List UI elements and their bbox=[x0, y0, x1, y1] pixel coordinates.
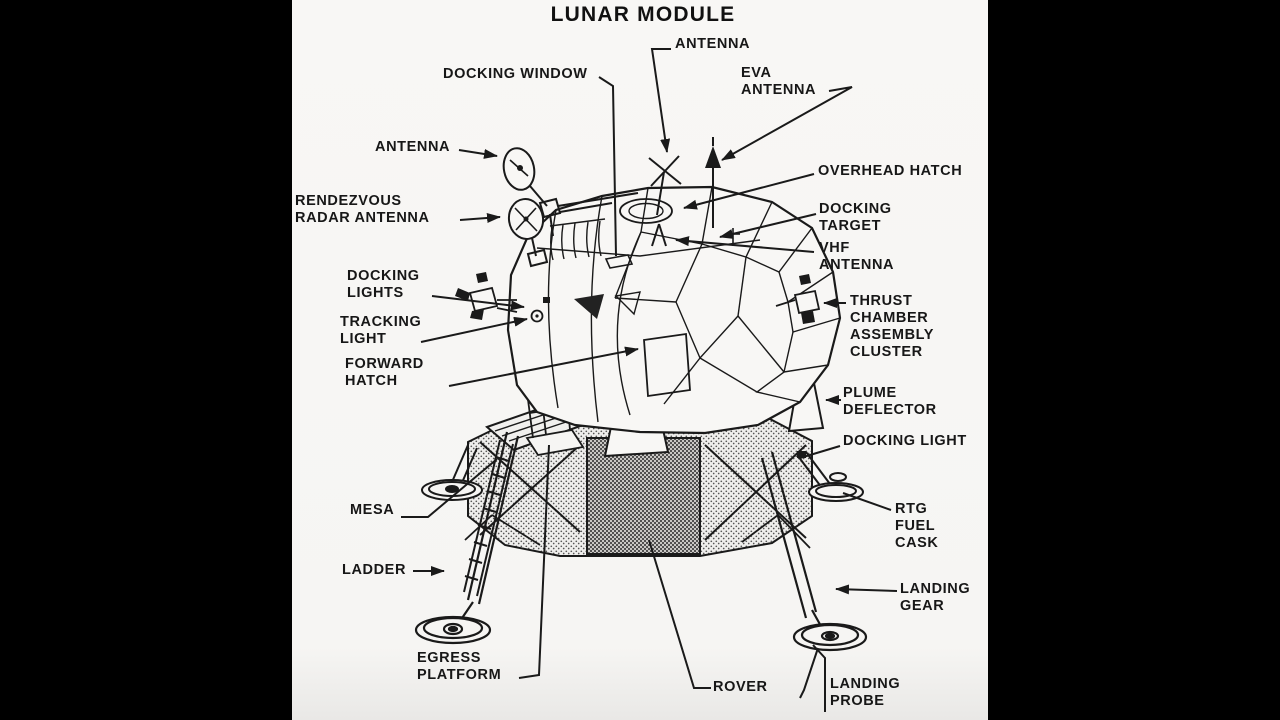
docking-window-roof bbox=[604, 254, 634, 269]
leader-eva-antenna bbox=[721, 86, 853, 161]
rear-landing-gear bbox=[421, 444, 864, 502]
label-tracking-light: TRACKING LIGHT bbox=[340, 314, 422, 347]
rcs-quad-left bbox=[455, 272, 518, 320]
label-plume-deflector: PLUME DEFLECTOR bbox=[843, 385, 937, 418]
front-right-leg bbox=[741, 451, 868, 699]
label-ladder: LADDER bbox=[342, 562, 407, 578]
front-left-leg bbox=[414, 431, 541, 645]
docking-light-left-drawing bbox=[543, 297, 550, 303]
ladder-drawing bbox=[463, 439, 514, 597]
rover-stowed bbox=[586, 437, 701, 555]
label-rover: ROVER bbox=[713, 679, 768, 695]
leader-docking-lights bbox=[431, 295, 525, 311]
x-antenna-drawing bbox=[648, 155, 682, 216]
label-eva-antenna: EVA ANTENNA bbox=[741, 65, 817, 98]
docking-light-right-drawing bbox=[797, 451, 806, 458]
facet-lines bbox=[536, 186, 841, 423]
label-mesa: MESA bbox=[350, 502, 395, 518]
label-vhf-antenna: VHF ANTENNA bbox=[819, 240, 895, 273]
leader-overhead-hatch bbox=[683, 173, 815, 210]
vhf-antenna-drawing bbox=[651, 223, 660, 247]
label-forward-hatch: FORWARD HATCH bbox=[345, 356, 424, 389]
label-landing-probe: LANDING PROBE bbox=[830, 676, 901, 709]
drum-ribs bbox=[549, 218, 606, 261]
leader-rtg bbox=[842, 492, 892, 511]
lights bbox=[530, 297, 806, 458]
leader-landing-probe bbox=[812, 644, 826, 712]
label-egress-platform: EGRESS PLATFORM bbox=[417, 650, 502, 683]
label-antenna-left: ANTENNA bbox=[375, 139, 451, 155]
leader-egress bbox=[518, 444, 550, 679]
landing-probe-drawing bbox=[799, 647, 819, 699]
label-docking-target: DOCKING TARGET bbox=[819, 201, 892, 234]
leader-docking-window bbox=[598, 76, 617, 257]
leader-tracking-light bbox=[420, 316, 528, 343]
leader-lines bbox=[401, 48, 898, 712]
leader-rover bbox=[648, 539, 711, 689]
ascent-stage bbox=[506, 185, 842, 435]
label-rendezvous-radar-antenna: RENDEZVOUS RADAR ANTENNA bbox=[295, 193, 430, 226]
leader-antenna-top bbox=[650, 48, 671, 153]
docking-window-triangle bbox=[574, 294, 604, 319]
rtg-fuel-cask-drawing bbox=[829, 472, 847, 482]
leader-docking-target bbox=[719, 213, 817, 239]
label-overhead-hatch: OVERHEAD HATCH bbox=[818, 163, 963, 179]
leader-rendezvous bbox=[459, 212, 501, 223]
top-antennas bbox=[648, 137, 721, 247]
leader-mesa bbox=[401, 458, 498, 518]
leader-landing-gear bbox=[835, 584, 898, 595]
leader-antenna-left bbox=[458, 149, 498, 159]
forward-hatch-drawing bbox=[643, 332, 691, 398]
overhead-hatch-drawing bbox=[619, 198, 673, 224]
rcs-quad-right bbox=[775, 274, 821, 324]
label-docking-lights: DOCKING LIGHTS bbox=[347, 268, 420, 301]
s-band-antenna-drawing bbox=[502, 147, 639, 237]
rendezvous-radar-dish-drawing bbox=[507, 198, 549, 268]
eva-antenna-drawing bbox=[705, 137, 721, 228]
diagram-title: LUNAR MODULE bbox=[550, 3, 736, 26]
label-docking-window: DOCKING WINDOW bbox=[443, 66, 588, 82]
label-landing-gear: LANDING GEAR bbox=[900, 581, 971, 614]
tracking-light-drawing bbox=[530, 309, 544, 323]
leader-forward-hatch bbox=[448, 346, 639, 387]
label-rtg-fuel-cask: RTG FUEL CASK bbox=[895, 501, 939, 551]
label-thrust-chamber-assembly-cluster: THRUST CHAMBER ASSEMBLY CLUSTER bbox=[850, 293, 935, 360]
label-antenna-top: ANTENNA bbox=[675, 36, 751, 52]
leader-vhf bbox=[675, 236, 815, 253]
leader-docking-light-right bbox=[799, 445, 841, 459]
label-docking-light: DOCKING LIGHT bbox=[843, 433, 967, 449]
rcs-quads bbox=[455, 272, 821, 324]
descent-stage bbox=[467, 418, 813, 557]
